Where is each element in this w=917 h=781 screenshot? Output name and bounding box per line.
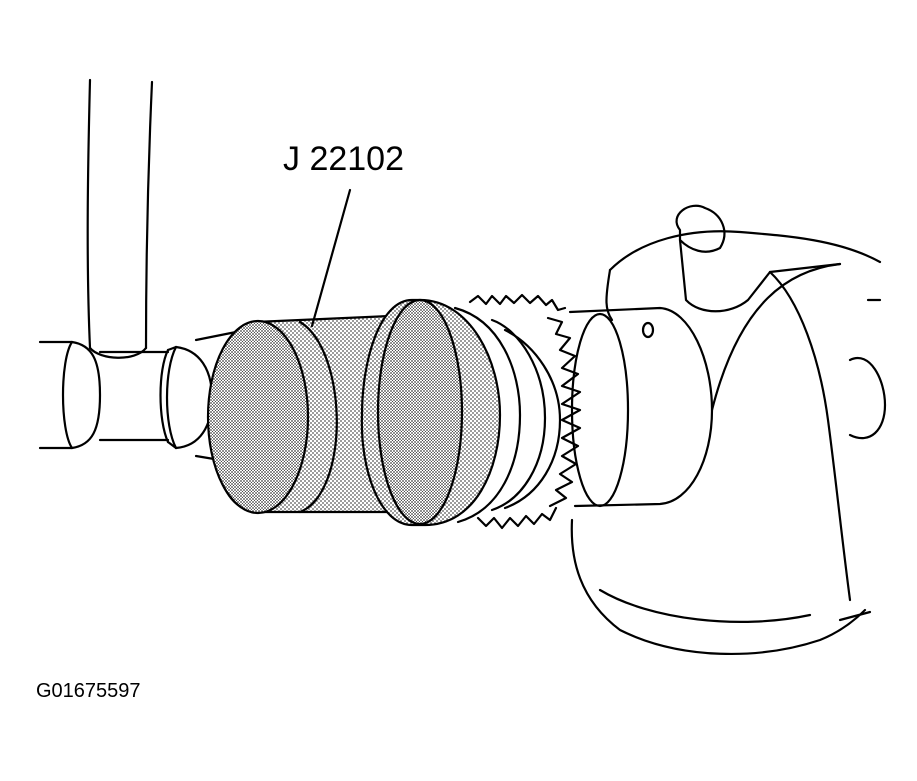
shaft-collar bbox=[490, 318, 562, 512]
crankshaft-counterweight bbox=[570, 204, 887, 656]
handle-bar bbox=[86, 78, 154, 359]
tool-flange bbox=[360, 298, 522, 527]
crankshaft-hub bbox=[568, 306, 714, 508]
drive-shaft bbox=[38, 330, 238, 462]
tool-number-label: J 22102 bbox=[283, 140, 404, 178]
figure-id: G01675597 bbox=[36, 680, 141, 702]
callout-leader-line bbox=[310, 188, 352, 328]
crankshaft-sprocket bbox=[468, 293, 582, 530]
